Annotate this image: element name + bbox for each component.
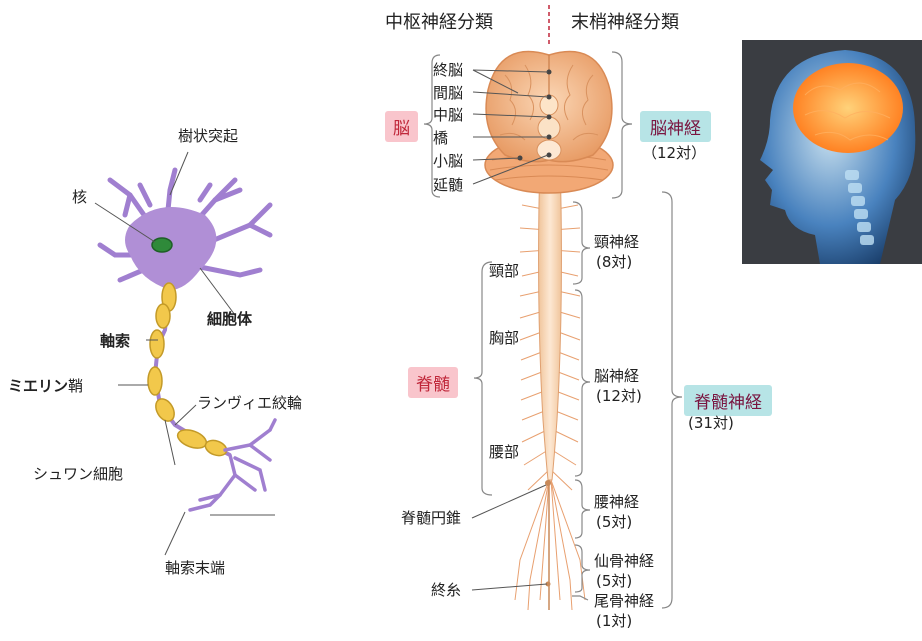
label-lumbar-part: 腰部 <box>489 443 519 461</box>
neuron-illustration <box>95 152 275 555</box>
tag-brain: 脳 <box>385 111 418 142</box>
label-cervical-count: (8対) <box>596 253 632 271</box>
label-myelin-bold: ミエリン <box>8 377 68 395</box>
label-myelin-rest: 鞘 <box>68 377 83 395</box>
label-midbrain: 中脳 <box>433 106 463 124</box>
label-axon-terminal: 軸索末端 <box>165 559 225 577</box>
label-medulla: 延髄 <box>433 176 463 194</box>
tag-spinal-cord: 脊髄 <box>408 367 458 398</box>
label-schwann-cell: シュワン細胞 <box>33 465 123 483</box>
header-peripheral: 末梢神経分類 <box>571 12 679 34</box>
label-thoracic-count: (12対) <box>596 387 642 405</box>
label-telencephalon: 終脳 <box>433 61 463 79</box>
label-dendrite: 樹状突起 <box>178 127 238 145</box>
label-sacral-nerves: 仙骨神経 <box>594 552 654 570</box>
label-lumbar-nerves: 腰神経 <box>594 493 639 511</box>
tag-cranial-nerves: 脳神経 <box>640 111 711 142</box>
label-thoracic-nerves: 脳神経 <box>594 367 639 385</box>
tag-spinal-nerves: 脊髄神経 <box>684 385 772 416</box>
label-myelin-sheath: ミエリン鞘 <box>8 377 83 395</box>
label-node-ranvier: ランヴィエ絞輪 <box>197 394 302 412</box>
head-xray-image <box>742 40 922 264</box>
label-cervical-nerves: 頸神経 <box>594 233 639 251</box>
label-filum: 終糸 <box>431 581 461 599</box>
label-nucleus: 核 <box>72 188 87 206</box>
label-sacral-count: (5対) <box>596 572 632 590</box>
label-conus: 脊髄円錐 <box>401 509 461 527</box>
label-cranial-count: （12対） <box>642 144 706 162</box>
label-cerebellum: 小脳 <box>433 152 463 170</box>
label-lumbar-count: (5対) <box>596 513 632 531</box>
label-spinal-count: (31対) <box>688 414 734 432</box>
label-coccygeal-nerves: 尾骨神経 <box>594 592 654 610</box>
nucleus-shape <box>152 238 172 252</box>
label-cervical-part: 頸部 <box>489 262 519 280</box>
label-diencephalon: 間脳 <box>433 84 463 102</box>
label-thoracic-part: 胸部 <box>489 329 519 347</box>
label-pons: 橋 <box>433 129 448 147</box>
label-coccygeal-count: (1対) <box>596 612 632 630</box>
label-axon: 軸索 <box>100 332 130 350</box>
label-cell-body: 細胞体 <box>207 310 252 328</box>
header-central: 中枢神経分類 <box>385 12 493 34</box>
